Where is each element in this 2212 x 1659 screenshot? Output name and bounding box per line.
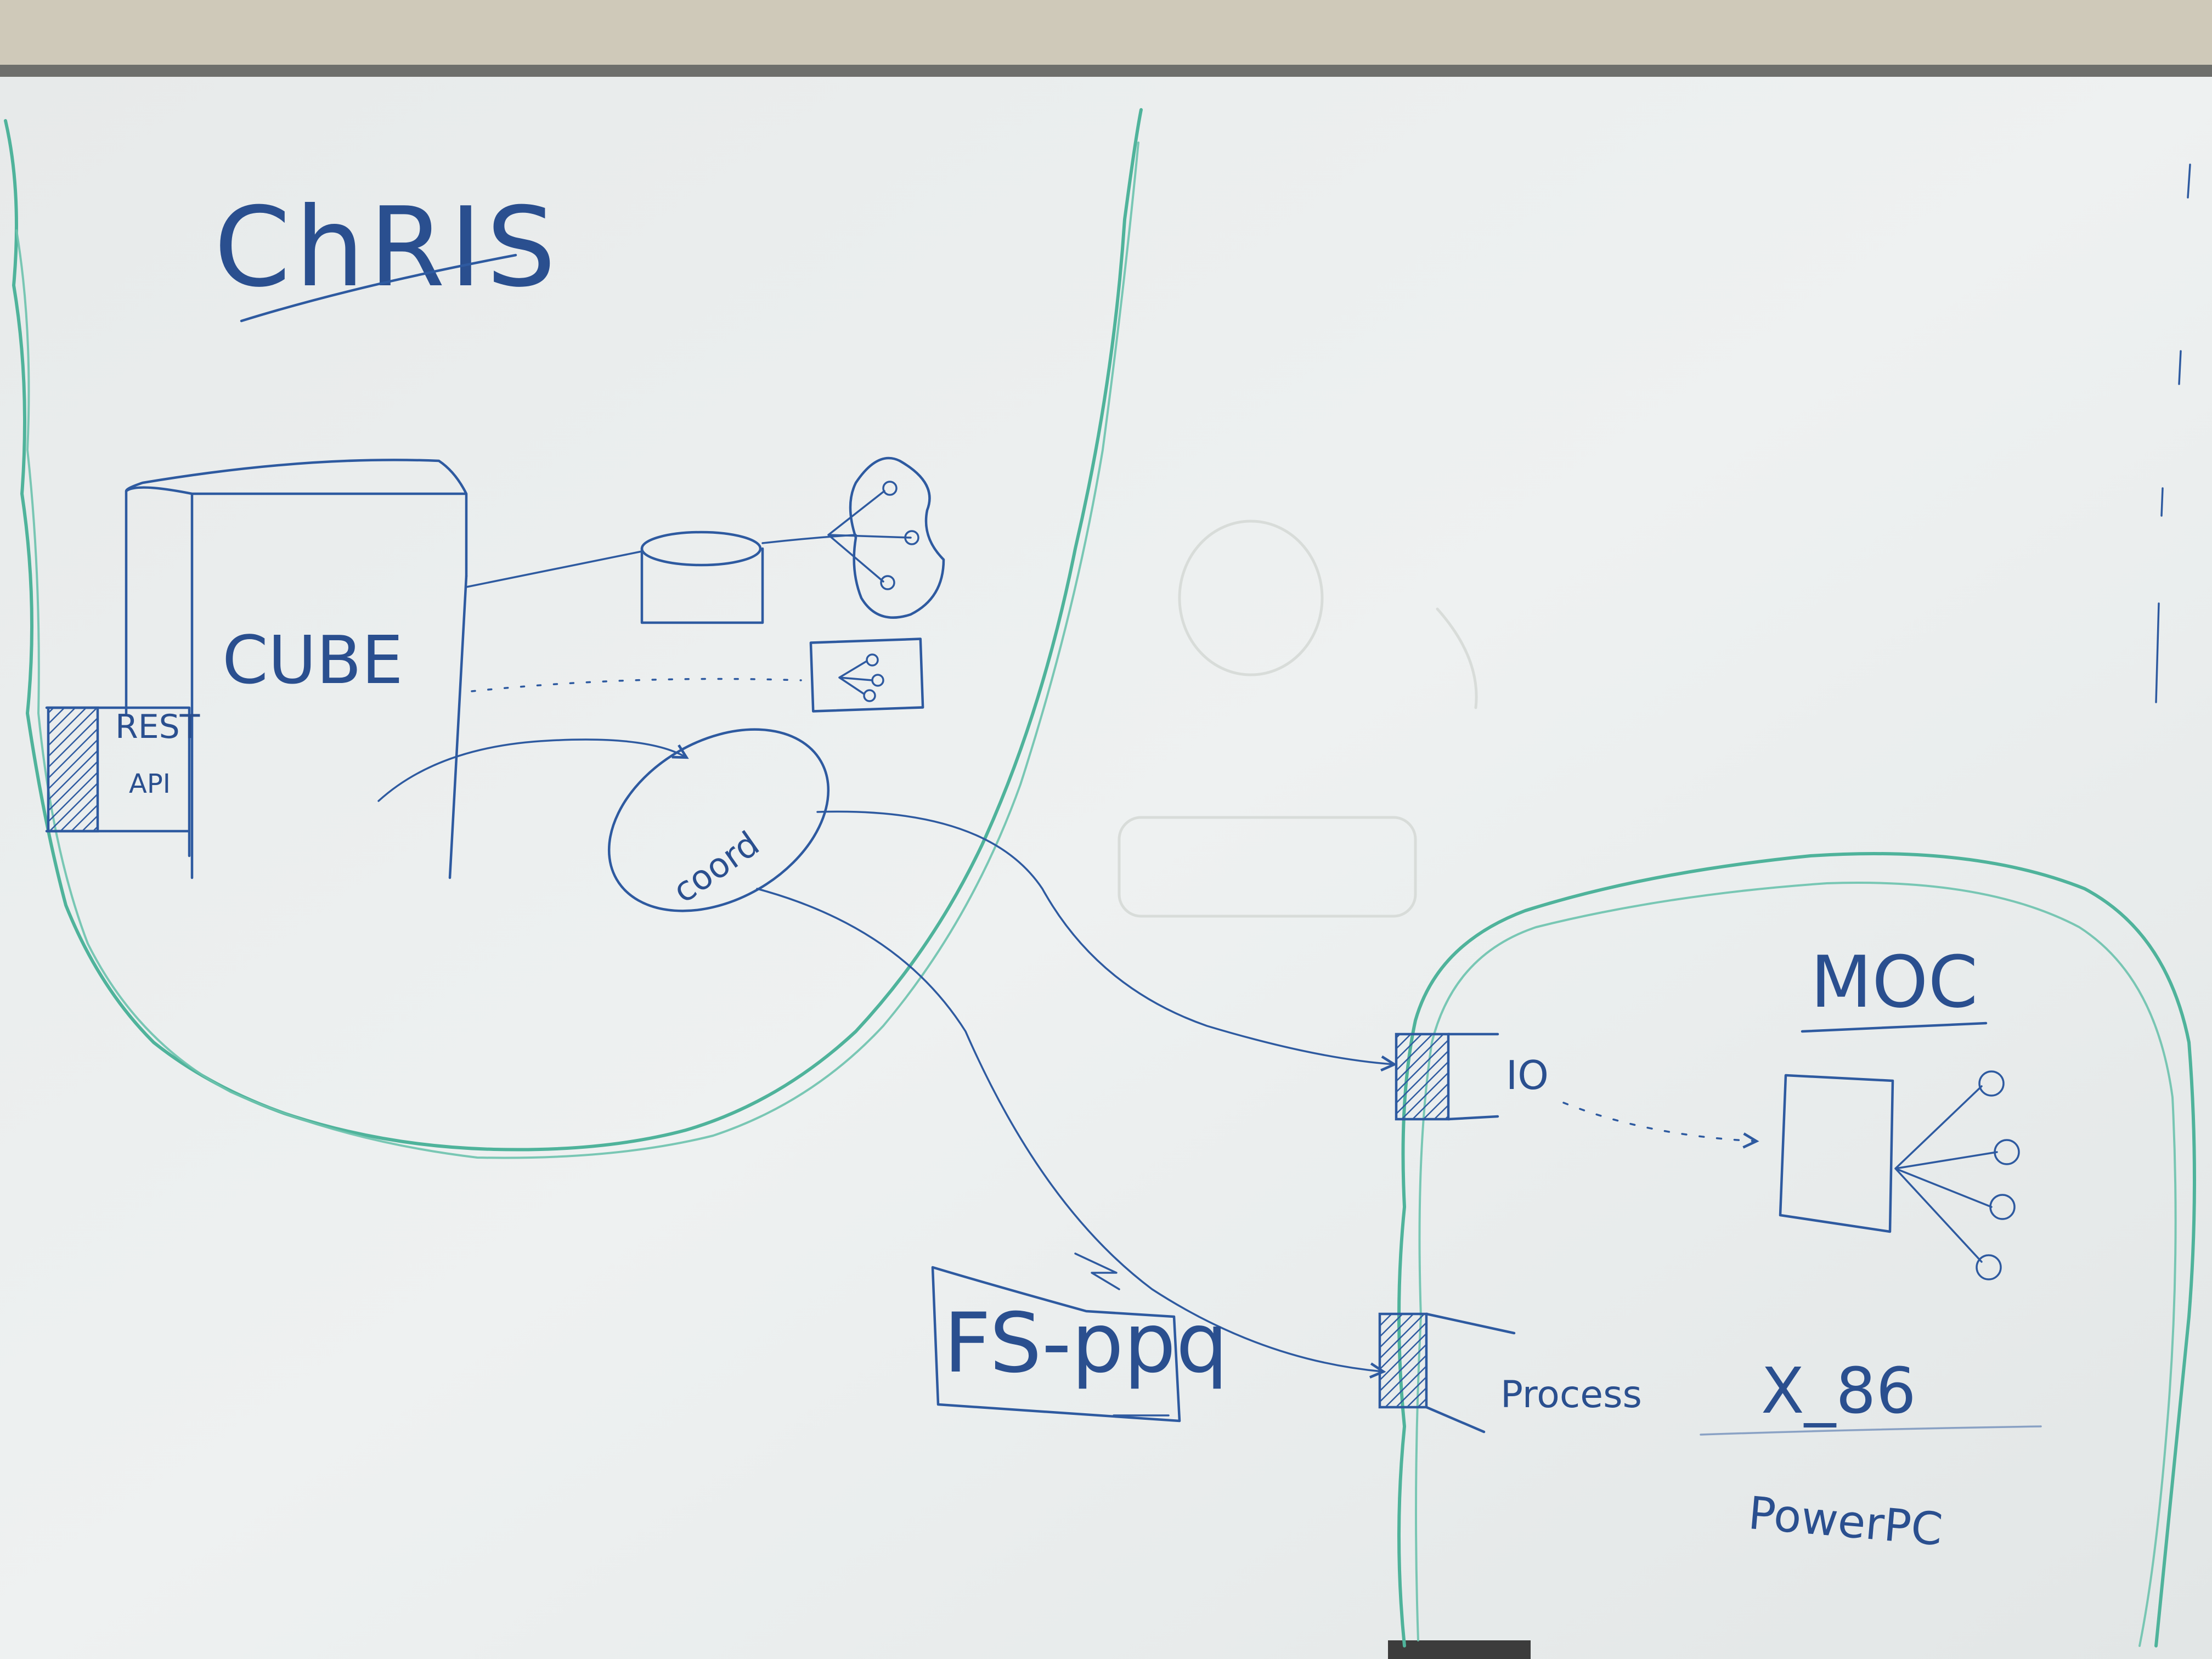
board-frame xyxy=(0,65,2212,77)
coord-to-io-arrow xyxy=(816,810,1393,1064)
wall xyxy=(0,0,2212,71)
moc-boundary xyxy=(1397,852,2196,1647)
api-label: API xyxy=(129,769,171,799)
board-tray xyxy=(1388,1640,1531,1659)
erased-marks xyxy=(1118,520,1478,918)
process-box xyxy=(1378,1312,1516,1434)
io-to-moc-arrow xyxy=(1562,1102,1756,1141)
io-box xyxy=(1395,1032,1499,1121)
process-label: Process xyxy=(1500,1373,1642,1417)
cube-to-coord-arrow xyxy=(377,738,686,802)
cube-label: CUBE xyxy=(222,623,403,699)
cluster-blob xyxy=(827,456,945,619)
rest-label: REST xyxy=(115,708,200,746)
x86-label: X_86 xyxy=(1761,1355,1916,1428)
database-cylinder xyxy=(640,531,764,624)
x86-divider xyxy=(1700,1425,2042,1436)
chris-title: ChRIS xyxy=(214,184,560,312)
cube-block xyxy=(125,459,468,879)
moc-compute-box xyxy=(1779,1070,2020,1280)
coord-to-process-arrow xyxy=(756,888,1383,1372)
board-surface xyxy=(0,77,2212,1659)
moc-underline xyxy=(1801,1022,1988,1033)
moc-title: MOC xyxy=(1810,940,1978,1024)
chris-boundary xyxy=(4,108,1143,1159)
io-label: IO xyxy=(1506,1052,1549,1098)
chris-underline xyxy=(240,253,517,323)
edge-marks xyxy=(2155,163,2191,703)
cube-db-link xyxy=(465,550,643,588)
cube-dotted-link xyxy=(471,678,802,692)
fs-ppq-label: FS-ppq xyxy=(944,1296,1228,1391)
small-cluster-box xyxy=(809,637,924,713)
fs-ppq-box xyxy=(931,1252,1181,1423)
rest-api-box xyxy=(45,706,191,857)
